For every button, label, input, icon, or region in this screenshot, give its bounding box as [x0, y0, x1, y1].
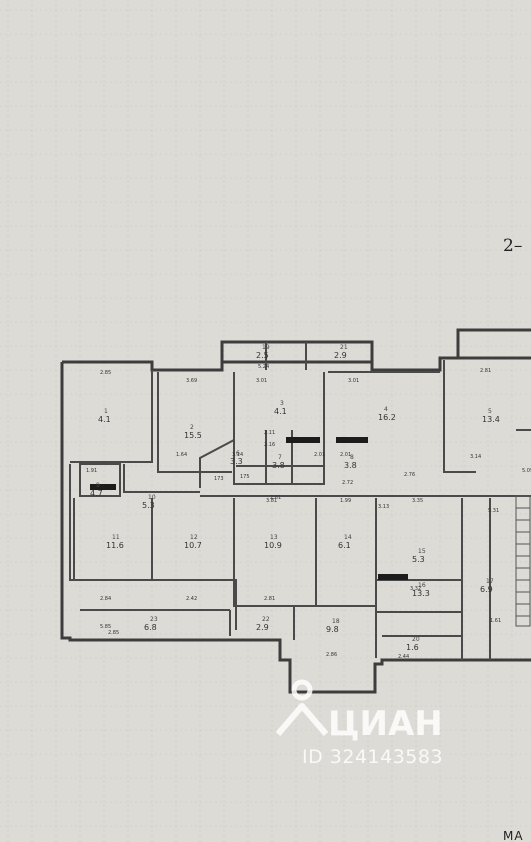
room-area: 6.9 [480, 585, 493, 594]
watermark-listing-id: ID 324143583 [302, 746, 444, 768]
room-area: 13.4 [482, 415, 500, 424]
room-number: 13 [270, 534, 278, 541]
room-number: 4 [384, 406, 388, 413]
dimension-label: 5.09 [522, 468, 531, 474]
dimension-label: 2.42 [186, 596, 197, 602]
room-area: 2.5 [256, 351, 269, 360]
room-area: 3.3 [230, 457, 243, 466]
dimension-label: 2.72 [342, 480, 353, 486]
room-area: 15.5 [184, 431, 202, 440]
cian-watermark: ЦИАН ID 324143583 [272, 676, 502, 776]
room-number: 22 [262, 616, 270, 623]
location-pin-icon [275, 679, 329, 736]
dimension-label: 3.14 [232, 452, 243, 458]
room-number: 15 [418, 548, 426, 555]
room-number: 18 [332, 618, 340, 625]
dimension-label: 1.99 [340, 498, 351, 504]
dimension-label: 3.01 [256, 378, 267, 384]
room-area: 9.8 [326, 625, 339, 634]
dimension-label: 3.69 [186, 378, 197, 384]
room-area: 11.6 [106, 541, 124, 550]
dimension-label: 2.85 [100, 370, 111, 376]
dimension-label: 1.61 [490, 618, 501, 624]
dimension-label: 5.85 [100, 624, 111, 630]
dimension-label: 173 [214, 476, 224, 482]
section-marker: 2– [503, 236, 523, 256]
dimension-label: 2.81 [480, 368, 491, 374]
dimension-label: 2.84 [100, 596, 111, 602]
dimension-label: 2.81 [264, 596, 275, 602]
dimension-label: 3.13 [378, 504, 389, 510]
dimension-label: 3.81 [266, 498, 277, 504]
room-number: 11 [112, 534, 120, 541]
room-number: 16 [418, 582, 426, 589]
room-area: 1.6 [406, 643, 419, 652]
room-number: 5 [488, 408, 492, 415]
room-number: 17 [486, 578, 494, 585]
dimension-label: 2.01 [314, 452, 325, 458]
room-number: 14 [344, 534, 352, 541]
room-number: 7 [278, 454, 282, 461]
room-number: 10 [148, 494, 156, 501]
room-area: 10.7 [184, 541, 202, 550]
room-area: 6.8 [144, 623, 157, 632]
room-area: 4.7 [90, 489, 103, 498]
partitions [69, 342, 531, 660]
room-number: 2 [190, 424, 194, 431]
room-area: 5.3 [142, 501, 155, 510]
room-area: 4.1 [98, 415, 111, 424]
stair [515, 495, 531, 627]
dimension-label: 2.81 [270, 495, 281, 501]
walls [60, 328, 531, 694]
dimension-label: 1.91 [86, 468, 97, 474]
room-area: 10.9 [264, 541, 282, 550]
room-number: 8 [350, 454, 354, 461]
dimension-label: 2.76 [404, 472, 415, 478]
dimension-label: 2.11 [264, 430, 275, 436]
room-area: 2.9 [256, 623, 269, 632]
room-number: 20 [412, 636, 420, 643]
dimension-label: 5.24 [258, 364, 269, 370]
dimension-label: 3.14 [470, 454, 481, 460]
dimension-label: 1.64 [176, 452, 187, 458]
dimension-label: 5.31 [488, 508, 499, 514]
room-number: 1 [104, 408, 108, 415]
room-area: 13.3 [412, 589, 430, 598]
dimension-label: 2.86 [326, 652, 337, 658]
dimension-label: 2.16 [264, 442, 275, 448]
room-number: 12 [190, 534, 198, 541]
sheet-bottom-label: МА [503, 829, 524, 842]
room-area: 5.3 [412, 555, 425, 564]
room-number: 3 [280, 400, 284, 407]
dimension-label: 175 [240, 474, 250, 480]
dimension-label: 2.01 [340, 452, 351, 458]
room-number: 21 [340, 344, 348, 351]
watermark-brand: ЦИАН [328, 704, 443, 744]
room-number: 9 [96, 482, 100, 489]
room-area: 6.1 [338, 541, 351, 550]
room-area: 4.1 [274, 407, 287, 416]
dimension-label: 2.85 [108, 630, 119, 636]
room-number: 23 [150, 616, 158, 623]
dimension-label: 3.35 [412, 498, 423, 504]
room-number: 6 [236, 450, 240, 457]
dimension-label: 2.44 [398, 654, 409, 660]
room-area: 16.2 [378, 413, 396, 422]
room-area: 2.9 [334, 351, 347, 360]
room-area: 3.8 [344, 461, 357, 470]
room-area: 3.8 [272, 461, 285, 470]
room-number: 19 [262, 344, 270, 351]
fixtures [90, 437, 408, 580]
dimension-label: 3.32 [410, 586, 421, 592]
dimension-label: 3.01 [348, 378, 359, 384]
